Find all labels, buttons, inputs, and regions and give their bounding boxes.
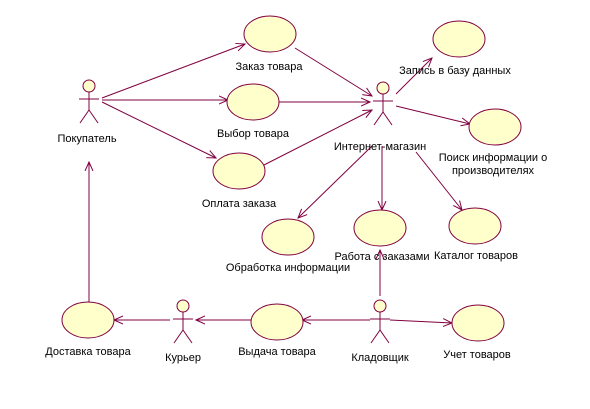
usecase-catalog-label: Каталог товаров (434, 250, 518, 262)
usecase-issue-label: Выдача товара (238, 346, 316, 358)
usecase-search-label-line2: производителях (451, 165, 535, 177)
usecase-db-record-label: Запись в базу данных (399, 65, 511, 77)
usecase-issue (250, 303, 304, 341)
edge-shop-db (395, 58, 432, 95)
actor-shop-label: Интернет-магазин (333, 141, 427, 153)
usecase-pay (212, 152, 266, 190)
usecase-choose-label: Выбор товара (217, 128, 289, 140)
usecase-accounting-label: Учет товаров (443, 349, 511, 361)
edge-order-shop (294, 47, 372, 96)
usecase-pay-label: Оплата заказа (201, 198, 277, 210)
edge-buyer-order (101, 44, 245, 99)
usecase-db-record (432, 20, 486, 58)
actor-storekeeper-figure (370, 299, 390, 344)
usecase-search (468, 108, 522, 146)
edge-storekeeper-accounting (389, 320, 452, 323)
actor-buyer-label: Покупатель (57, 133, 117, 145)
edge-shop-search (395, 105, 470, 124)
usecase-process-info (261, 218, 315, 256)
actor-courier-figure (173, 299, 193, 344)
usecase-order (243, 15, 297, 53)
usecase-accounting (451, 304, 505, 342)
edge-pay-shop (261, 110, 372, 167)
edge-buyer-pay (101, 101, 216, 158)
edge-shop-catalog (415, 151, 462, 210)
usecase-process-info-label: Обработка информации (225, 262, 351, 274)
edge-shop-process (298, 145, 373, 218)
actor-storekeeper-label: Кладовщик (351, 352, 409, 364)
usecase-search-label-line1: Поиск информации о (438, 152, 548, 164)
usecase-delivery-label: Доставка товара (45, 346, 131, 358)
actor-shop-figure (373, 81, 393, 126)
usecase-orders-work-label: Работа с заказами (334, 251, 430, 263)
usecase-delivery (61, 301, 115, 339)
actor-courier-label: Курьер (165, 352, 201, 364)
usecase-catalog (448, 207, 502, 245)
actor-buyer-figure (79, 79, 99, 124)
usecase-orders-work (353, 209, 407, 247)
usecase-choose (226, 83, 280, 121)
usecase-order-label: Заказ товара (235, 61, 303, 73)
